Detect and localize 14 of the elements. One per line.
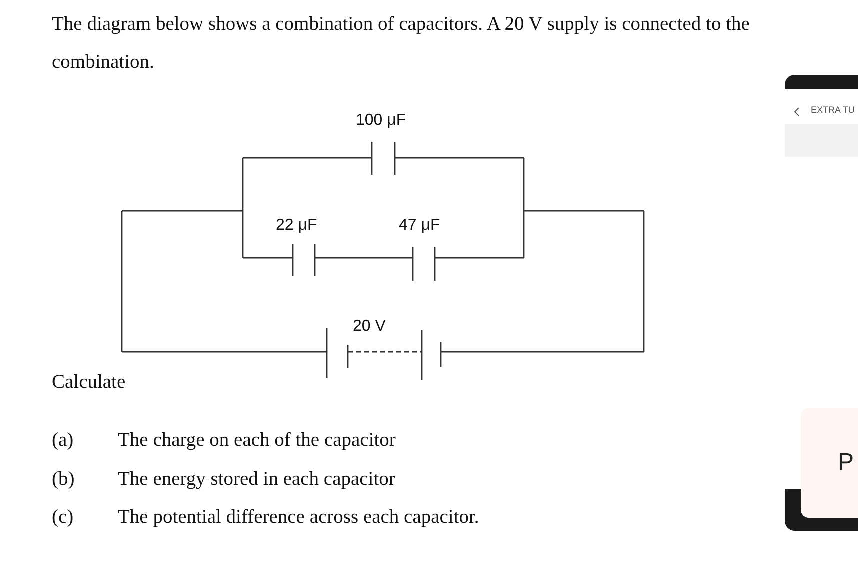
- capacitance-label: 47 μF: [399, 216, 440, 236]
- question-part-text: The potential difference across each capacitor.: [118, 506, 480, 530]
- capacitance-label: 100 μF: [356, 111, 406, 130]
- voltage-label: 20 V: [353, 317, 386, 336]
- handwritten-text: P: [838, 449, 854, 478]
- capacitance-label: 22 μF: [276, 216, 318, 236]
- instruction-text: Calculate: [52, 371, 126, 395]
- question-part-text: The charge on each of the capacitor: [118, 429, 396, 453]
- question-part-text: The energy stored in each capacitor: [118, 468, 396, 492]
- part-label: (b): [52, 468, 75, 492]
- question-text: The diagram below shows a combination of capacitors. A 20 V supply is connected to the combination.: [52, 13, 751, 75]
- screen-title-text: EXTRA TU: [811, 105, 855, 116]
- part-label: (c): [52, 506, 74, 530]
- part-label: (a): [52, 429, 74, 453]
